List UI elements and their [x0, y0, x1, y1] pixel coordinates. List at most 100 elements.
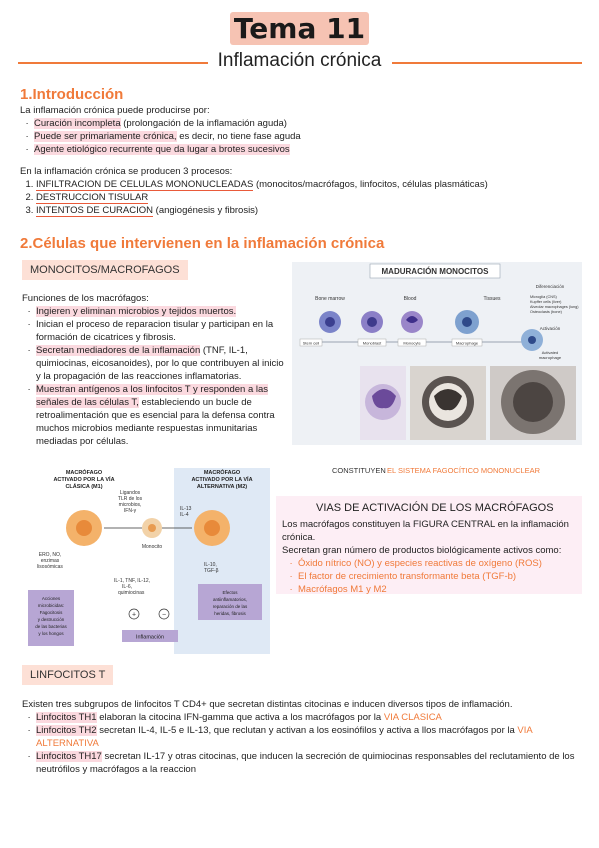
- svg-text:quimiocinas: quimiocinas: [118, 590, 145, 596]
- svg-text:lisosómicas: lisosómicas: [37, 564, 63, 570]
- svg-text:de las bacterias: de las bacterias: [35, 624, 67, 629]
- microglia-line: Microglia (CNS): [530, 295, 558, 299]
- svg-text:TGF-β: TGF-β: [204, 568, 219, 574]
- col-label-tissues: Tissues: [483, 296, 501, 302]
- macrophage-functions: Funciones de los macrófagos: Ingieren y …: [22, 292, 284, 448]
- m2-title-line: MACRÓFAGO: [204, 468, 241, 476]
- svg-text:Fagocitosis: Fagocitosis: [40, 610, 64, 615]
- linfo-intro: Existen tres subgrupos de linfocitos T C…: [22, 699, 513, 710]
- maturation-caption-b: EL SISTEMA FAGOCÍTICO MONONUCLEAR: [387, 466, 541, 475]
- microglia-line: Osteoclasts (bone): [530, 310, 563, 314]
- maturation-caption-a: CONSTITUYEN: [332, 466, 386, 475]
- col-label-blood: Blood: [404, 296, 417, 302]
- activated-label: Activated: [542, 350, 558, 355]
- differentiation-label: Diferenciación: [536, 284, 565, 289]
- svg-text:heridas, fibrosis: heridas, fibrosis: [214, 611, 246, 616]
- svg-text:reparación de las: reparación de las: [213, 604, 248, 609]
- list-item: Curación incompleta (prolongación de la …: [34, 117, 580, 130]
- svg-text:ERO, NO,: ERO, NO,: [39, 552, 62, 558]
- cell-label: Macrophage: [456, 341, 479, 346]
- page-subtitle: Inflamación crónica: [217, 50, 382, 71]
- m1-title-line: CLÁSICA (M1): [65, 483, 102, 490]
- intro-text: La inflamación crónica puede producirse …: [20, 105, 210, 116]
- vias-list: Óxido nítrico (NO) y especies reactivas …: [282, 557, 576, 596]
- col-label-bone: Bone marrow: [315, 296, 345, 302]
- inflamacion-box: [122, 630, 178, 642]
- inflamacion-label: Inflamación: [136, 635, 164, 641]
- linfocitos-section: Existen tres subgrupos de linfocitos T C…: [22, 698, 580, 776]
- vias-p1: Los macrófagos constituyen la FIGURA CEN…: [282, 519, 569, 543]
- svg-text:y los hongos: y los hongos: [38, 631, 64, 636]
- list-item: INTENTOS DE CURACION (angiogénesis y fib…: [36, 204, 580, 217]
- list-item: Puede ser primariamente crónica, es deci…: [34, 130, 580, 143]
- tag-monocitos: MONOCITOS/MACROFAGOS: [22, 260, 188, 280]
- list-item: Linfocitos TH1 elaboran la citocina IFN-…: [36, 711, 580, 724]
- section-1-body: La inflamación crónica puede producirse …: [20, 104, 580, 217]
- efectos-box: [198, 584, 262, 620]
- linfo-list: Linfocitos TH1 elaboran la citocina IFN-…: [22, 711, 580, 776]
- list-item: DESTRUCCION TISULAR: [36, 191, 580, 204]
- svg-text:Ligandos: Ligandos: [120, 490, 141, 496]
- m1-title-line: ACTIVADO POR LA VÍA: [53, 475, 114, 483]
- microglia-line: Alveolar macrophages (lung): [530, 305, 579, 309]
- causes-list: Curación incompleta (prolongación de la …: [20, 117, 580, 156]
- processes-list: INFILTRACION DE CELULAS MONONUCLEADAS (m…: [20, 178, 580, 217]
- cell-label: Monoblast: [363, 341, 382, 346]
- minus-sign: −: [162, 612, 166, 619]
- cell-label: Monocyte: [403, 341, 421, 346]
- svg-text:antiinflamatorios,: antiinflamatorios,: [213, 597, 247, 602]
- monocito-label: Monocito: [142, 544, 163, 550]
- m1-m2-activation-figure: MACRÓFAGO ACTIVADO POR LA VÍA CLÁSICA (M…: [22, 466, 272, 656]
- vias-activacion-box: VIAS DE ACTIVACIÓN DE LOS MACRÓFAGOS Los…: [276, 496, 582, 596]
- functions-intro: Funciones de los macrófagos:: [22, 293, 149, 304]
- list-item: Secretan mediadores de la inflamación (T…: [36, 344, 284, 383]
- vias-p2: Secretan gran número de productos biológ…: [282, 545, 562, 556]
- section-2-heading: 2.Células que intervienen en la inflamac…: [20, 235, 385, 252]
- m2-title-line: ALTERNATIVA (M2): [197, 484, 247, 490]
- activation-label: Activación: [540, 326, 561, 331]
- svg-text:microbios,: microbios,: [119, 502, 142, 508]
- list-item: El factor de crecimiento transformante b…: [298, 570, 576, 583]
- maturation-title: MADURACIÓN MONOCITOS: [382, 267, 490, 276]
- list-item: Inician el proceso de reparacion tisular…: [36, 318, 284, 344]
- m2-panel: [174, 468, 270, 654]
- microglia-line: Kupffer cells (liver): [530, 300, 562, 304]
- svg-text:IL-1, TNF, IL-12,: IL-1, TNF, IL-12,: [114, 578, 150, 584]
- svg-text:IL-10,: IL-10,: [204, 562, 217, 568]
- svg-text:IL-4: IL-4: [180, 512, 189, 518]
- activated-label: macrophage: [539, 355, 562, 360]
- svg-text:IFN-γ: IFN-γ: [124, 508, 137, 514]
- list-item: Muestran antígenos a los linfocitos T y …: [36, 383, 284, 448]
- functions-list: Ingieren y eliminan microbios y tejidos …: [22, 305, 284, 448]
- tag-linfocitos: LINFOCITOS T: [22, 665, 114, 685]
- svg-text:Efectos: Efectos: [222, 590, 238, 595]
- vias-title: VIAS DE ACTIVACIÓN DE LOS MACRÓFAGOS: [316, 502, 554, 514]
- page-title: Tema 11: [0, 12, 599, 45]
- svg-text:IL-6,: IL-6,: [122, 584, 132, 590]
- monocyte-maturation-figure: MADURACIÓN MONOCITOS Bone marrow Blood T…: [292, 262, 582, 477]
- list-item: Óxido nítrico (NO) y especies reactivas …: [298, 557, 576, 570]
- svg-text:microbicidas:: microbicidas:: [38, 603, 64, 608]
- svg-text:IL-13: IL-13: [180, 506, 192, 512]
- title-rule-right: [392, 62, 582, 64]
- svg-text:Acciones: Acciones: [42, 596, 61, 601]
- list-item: Ingieren y eliminan microbios y tejidos …: [36, 305, 284, 318]
- plus-sign: +: [132, 612, 136, 619]
- svg-text:y destrucción: y destrucción: [38, 617, 65, 622]
- process-intro: En la inflamación crónica se producen 3 …: [20, 166, 233, 177]
- plus-marker: [128, 608, 140, 620]
- svg-text:enzimas: enzimas: [41, 558, 60, 564]
- svg-text:TLR de los: TLR de los: [118, 496, 143, 502]
- minus-marker: [158, 608, 170, 620]
- cell-label: Stem cell: [303, 341, 320, 346]
- acciones-box: [28, 590, 74, 646]
- list-item: Linfocitos TH17 secretan IL-17 y otras c…: [36, 750, 580, 776]
- section-1-heading: 1.Introducción: [20, 86, 124, 103]
- title-rule-left: [18, 62, 208, 64]
- list-item: Macrófagos M1 y M2: [298, 583, 576, 596]
- list-item: Agente etiológico recurrente que da luga…: [34, 143, 580, 156]
- m1-title-line: MACRÓFAGO: [66, 468, 103, 476]
- list-item: Linfocitos TH2 secretan IL-4, IL-5 e IL-…: [36, 724, 580, 750]
- maturation-title-box: [369, 263, 501, 279]
- m2-title-line: ACTIVADO POR LA VÍA: [191, 475, 252, 483]
